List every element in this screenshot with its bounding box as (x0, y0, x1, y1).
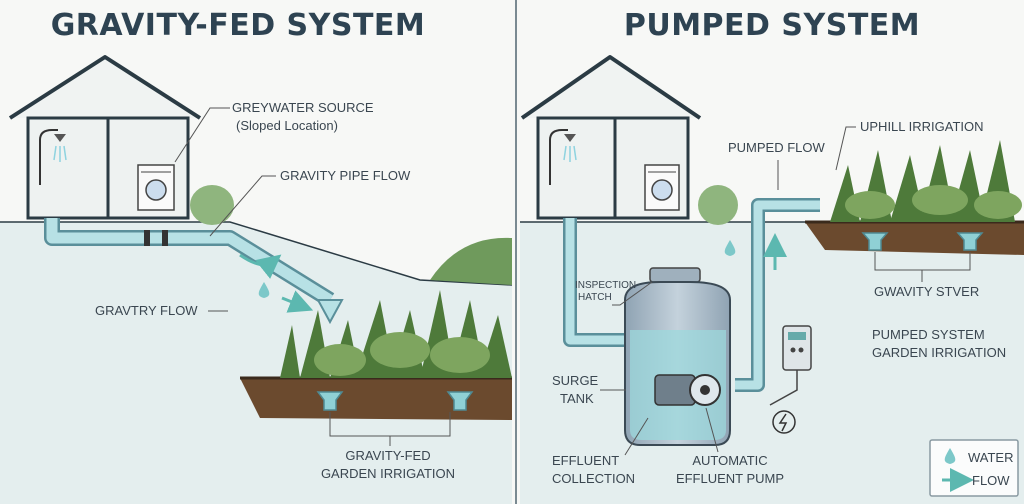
automatic-pump-label: AUTOMATIC (692, 453, 767, 468)
left-ground-line (0, 221, 513, 286)
pumped-garden-sublabel: GARDEN IRRIGATION (872, 345, 1006, 360)
gwavity-stver-label: GWAVITY STVER (874, 284, 979, 299)
shower-icon (39, 129, 67, 185)
surge-tank-label: SURGE (552, 373, 599, 388)
legend-water-label: WATER (968, 450, 1014, 465)
inspection-hatch-label: INSPECTION (575, 280, 636, 291)
power-icon (772, 410, 796, 434)
left-labels: GREYWATER SOURCE (Sloped Location) GRAVI… (95, 100, 455, 481)
right-title: PUMPED SYSTEM (624, 8, 920, 43)
water-drop-icon (258, 282, 270, 298)
legend: WATER FLOW (929, 439, 1019, 497)
gravity-pipe-flow-label: GRAVITY PIPE FLOW (280, 168, 411, 183)
washing-machine-icon (137, 164, 175, 211)
right-house (520, 55, 702, 220)
left-garden (240, 290, 512, 420)
left-house (8, 55, 202, 220)
pumped-pipes (563, 198, 820, 392)
effluent-collection-sublabel: COLLECTION (552, 471, 635, 486)
surge-tank-sublabel: TANK (560, 391, 594, 406)
pumped-garden-label: PUMPED SYSTEM (872, 327, 985, 342)
water-drop-icon (944, 448, 956, 464)
gravity-flow-label: GRAVTRY FLOW (95, 303, 198, 318)
pumped-flow-label: PUMPED FLOW (728, 140, 826, 155)
bush (190, 185, 234, 225)
bush (698, 185, 738, 225)
inspection-hatch-sublabel: HATCH (578, 292, 612, 303)
washing-machine-icon (644, 164, 680, 211)
flow-arrows-left (239, 253, 314, 313)
effluent-pump-icon (654, 374, 721, 406)
water-drop-icon (724, 240, 736, 256)
uphill-irrigation-label: UPHILL IRRIGATION (860, 119, 984, 134)
gravity-garden-sublabel: GARDEN IRRIGATION (321, 466, 455, 481)
legend-flow-label: FLOW (972, 473, 1010, 488)
pump-controller (769, 325, 812, 406)
right-labels: PUMPED FLOW UPHILL IRRIGATION INSPECTION… (552, 119, 1006, 486)
gravity-garden-label: GRAVITY-FED (345, 448, 430, 463)
greywater-source-label: GREYWATER SOURCE (232, 100, 374, 115)
flow-arrows-right (724, 233, 787, 270)
effluent-collection-label: EFFLUENT (552, 453, 619, 468)
automatic-pump-sublabel: EFFLUENT PUMP (676, 471, 784, 486)
left-title: GRAVITY-FED SYSTEM (51, 8, 426, 43)
surge-tank (624, 267, 731, 446)
bush (430, 237, 512, 285)
greywater-source-sublabel: (Sloped Location) (236, 118, 338, 133)
right-garden (805, 140, 1024, 255)
left-ground (0, 222, 512, 504)
shower-icon (549, 129, 577, 185)
